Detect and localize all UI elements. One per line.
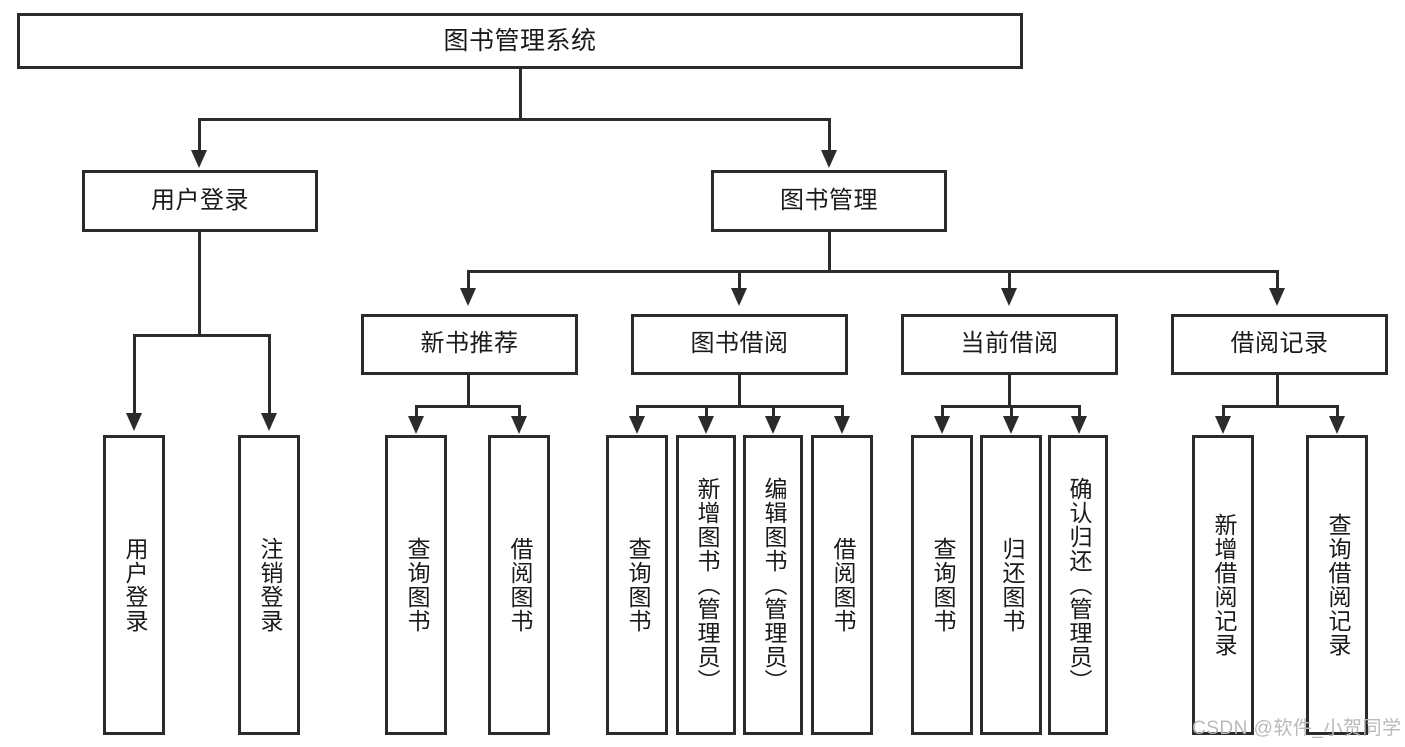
connector-root-stem <box>519 69 522 119</box>
node-label: 新增图书（管理员） <box>693 477 720 693</box>
arrow-cb-child-2 <box>1071 416 1087 434</box>
arrow-nbr-child-0 <box>408 416 424 434</box>
connector-bb-child-1 <box>705 405 708 419</box>
connector-to-book-management <box>828 118 831 153</box>
arrow-br-child-0 <box>1215 416 1231 434</box>
arrow-bb-child-0 <box>629 416 645 434</box>
arrow-to-book-management <box>821 150 837 168</box>
arrow-bb-child-2 <box>765 416 781 434</box>
node-root-book-management-system[interactable]: 图书管理系统 <box>17 13 1023 69</box>
arrow-user-login-child-0 <box>126 413 142 431</box>
connector-borrow-record-stem <box>1276 375 1279 406</box>
connector-nbr-child-1 <box>518 405 521 419</box>
arrow-to-book-borrow <box>731 288 747 306</box>
connector-cb-child-1 <box>1010 405 1013 419</box>
connector-cb-child-2 <box>1078 405 1081 419</box>
leaf-new-book-recommend-query-book[interactable]: 查询图书 <box>385 435 447 735</box>
leaf-book-borrow-query-book[interactable]: 查询图书 <box>606 435 668 735</box>
node-label: 查询图书 <box>403 537 430 633</box>
node-label: 图书管理 <box>780 186 878 214</box>
connector-user-login-bus <box>133 334 271 337</box>
connector-new-book-recommend-stem <box>467 375 470 406</box>
leaf-borrow-record-query-record[interactable]: 查询借阅记录 <box>1306 435 1368 735</box>
connector-nbr-child-0 <box>415 405 418 419</box>
arrow-to-user-login <box>191 150 207 168</box>
connector-user-login-child-0 <box>133 334 136 416</box>
node-label: 查询图书 <box>929 537 956 633</box>
node-label: 注销登录 <box>256 537 283 633</box>
leaf-borrow-record-add-record[interactable]: 新增借阅记录 <box>1192 435 1254 735</box>
node-label: 查询图书 <box>624 537 651 633</box>
leaf-book-borrow-borrow-book[interactable]: 借阅图书 <box>811 435 873 735</box>
connector-cb-child-0 <box>941 405 944 419</box>
connector-borrow-record-bus <box>1222 405 1339 408</box>
connector-user-login-stem <box>198 232 201 335</box>
connector-current-borrow-stem <box>1008 375 1011 406</box>
arrow-user-login-child-1 <box>261 413 277 431</box>
leaf-user-login-login[interactable]: 用户登录 <box>103 435 165 735</box>
node-label: 查询借阅记录 <box>1324 513 1351 657</box>
connector-user-login-child-1 <box>268 334 271 416</box>
connector-new-book-recommend-bus <box>415 405 521 408</box>
leaf-new-book-recommend-borrow-book[interactable]: 借阅图书 <box>488 435 550 735</box>
node-borrow-record[interactable]: 借阅记录 <box>1171 314 1388 375</box>
connector-bb-child-2 <box>772 405 775 419</box>
connector-to-user-login <box>198 118 201 153</box>
node-label: 当前借阅 <box>960 330 1059 358</box>
connector-level2-bus <box>198 118 831 121</box>
arrow-to-current-borrow <box>1001 288 1017 306</box>
node-label: 归还图书 <box>998 537 1025 633</box>
node-label: 编辑图书（管理员） <box>760 477 787 693</box>
leaf-current-borrow-return-book[interactable]: 归还图书 <box>980 435 1042 735</box>
node-label: 借阅图书 <box>829 537 856 633</box>
leaf-current-borrow-query-book[interactable]: 查询图书 <box>911 435 973 735</box>
node-label: 图书管理系统 <box>443 27 597 55</box>
arrow-nbr-child-1 <box>511 416 527 434</box>
connector-book-management-stem <box>828 232 831 272</box>
leaf-current-borrow-confirm-return-admin[interactable]: 确认归还（管理员） <box>1048 435 1108 735</box>
node-current-borrow[interactable]: 当前借阅 <box>901 314 1118 375</box>
node-label: 图书借阅 <box>690 330 789 358</box>
leaf-book-borrow-edit-book-admin[interactable]: 编辑图书（管理员） <box>743 435 803 735</box>
leaf-user-login-logout[interactable]: 注销登录 <box>238 435 300 735</box>
node-label: 用户登录 <box>151 186 249 214</box>
arrow-bb-child-1 <box>698 416 714 434</box>
node-label: 借阅记录 <box>1230 330 1329 358</box>
arrow-cb-child-1 <box>1003 416 1019 434</box>
connector-to-new-book-recommend <box>467 270 470 290</box>
node-label: 用户登录 <box>121 537 148 633</box>
connector-br-child-1 <box>1336 405 1339 419</box>
connector-to-current-borrow <box>1008 270 1011 290</box>
leaf-book-borrow-add-book-admin[interactable]: 新增图书（管理员） <box>676 435 736 735</box>
node-new-book-recommend[interactable]: 新书推荐 <box>361 314 578 375</box>
arrow-bb-child-3 <box>834 416 850 434</box>
connector-bb-child-3 <box>841 405 844 419</box>
node-book-management[interactable]: 图书管理 <box>711 170 947 232</box>
connector-book-borrow-stem <box>738 375 741 406</box>
connector-br-child-0 <box>1222 405 1225 419</box>
connector-to-book-borrow <box>738 270 741 290</box>
connector-to-borrow-record <box>1276 270 1279 290</box>
arrow-to-borrow-record <box>1269 288 1285 306</box>
connector-bb-child-0 <box>636 405 639 419</box>
node-user-login[interactable]: 用户登录 <box>82 170 318 232</box>
node-label: 确认归还（管理员） <box>1065 477 1092 693</box>
connector-level3-bus <box>467 270 1279 273</box>
arrow-br-child-1 <box>1329 416 1345 434</box>
connector-book-borrow-bus <box>636 405 844 408</box>
node-book-borrow[interactable]: 图书借阅 <box>631 314 848 375</box>
arrow-cb-child-0 <box>934 416 950 434</box>
node-label: 新书推荐 <box>420 330 519 358</box>
node-label: 新增借阅记录 <box>1210 513 1237 657</box>
arrow-to-new-book-recommend <box>460 288 476 306</box>
node-label: 借阅图书 <box>506 537 533 633</box>
